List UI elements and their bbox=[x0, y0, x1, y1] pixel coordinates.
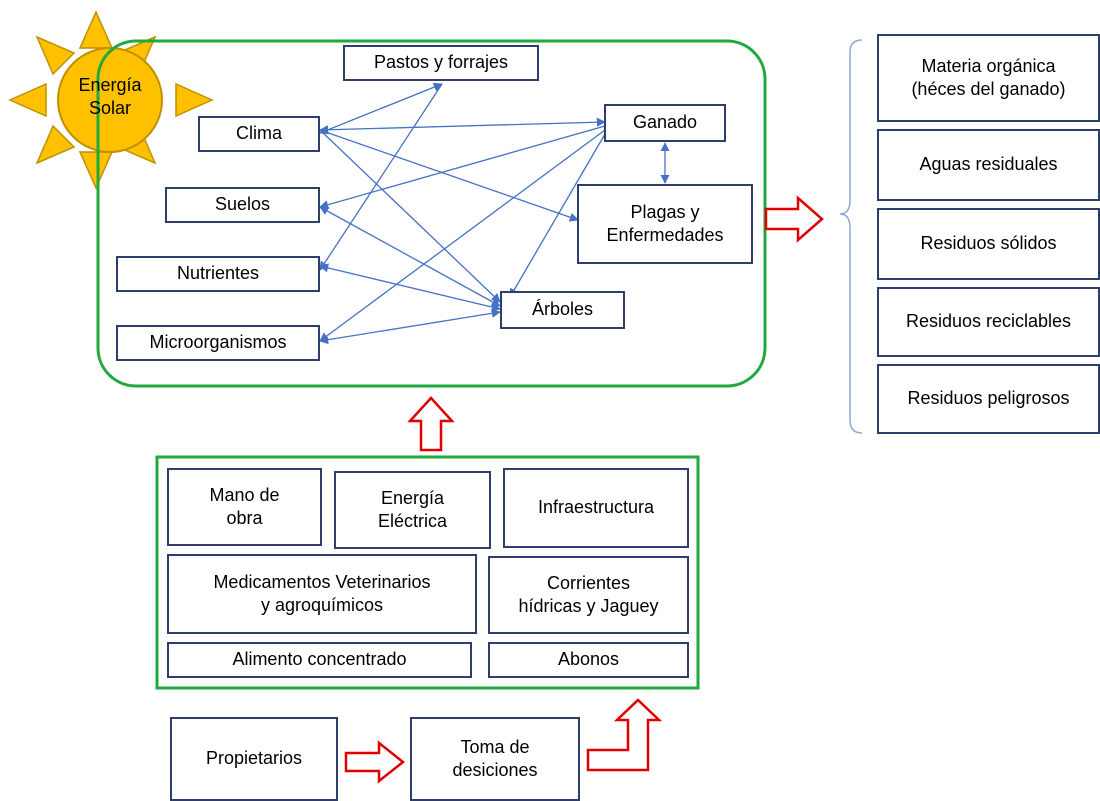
input-alimento-concentrado: Alimento concentrado bbox=[167, 642, 472, 678]
input-abonos: Abonos bbox=[488, 642, 689, 678]
plagas-box: Plagas y Enfermedades bbox=[577, 184, 753, 264]
output-residuos-peligrosos: Residuos peligrosos bbox=[877, 364, 1100, 434]
suelos-box: Suelos bbox=[165, 187, 320, 223]
input-corrientes-hidricas: Corrientes hídricas y Jaguey bbox=[488, 556, 689, 634]
input-medicamentos: Medicamentos Veterinarios y agroquímicos bbox=[167, 554, 477, 634]
output-aguas-residuales: Aguas residuales bbox=[877, 129, 1100, 201]
sun-icon bbox=[8, 10, 214, 190]
propietarios-box: Propietarios bbox=[170, 717, 338, 801]
output-residuos-solidos: Residuos sólidos bbox=[877, 208, 1100, 280]
inputs-frame bbox=[155, 455, 700, 690]
output-arrow bbox=[764, 195, 824, 243]
sun-label: Energía Solar bbox=[78, 75, 142, 118]
output-residuos-reciclables: Residuos reciclables bbox=[877, 287, 1100, 357]
input-energia-electrica: Energía Eléctrica bbox=[334, 471, 491, 549]
ganado-box: Ganado bbox=[604, 104, 726, 142]
microorganismos-box: Microorganismos bbox=[116, 325, 320, 361]
output-bracket bbox=[839, 39, 863, 434]
input-infraestructura: Infraestructura bbox=[503, 468, 689, 548]
decision-arrow bbox=[586, 698, 663, 772]
nutrientes-box: Nutrientes bbox=[116, 256, 320, 292]
input-arrow bbox=[407, 396, 455, 452]
arboles-box: Árboles bbox=[500, 291, 625, 329]
owner-arrow bbox=[344, 740, 406, 784]
toma-decisiones-box: Toma de desiciones bbox=[410, 717, 580, 801]
relationship-arrows bbox=[319, 82, 670, 345]
flow-arrows bbox=[344, 195, 824, 784]
clima-box: Clima bbox=[198, 116, 320, 152]
output-materia-organica: Materia orgánica (héces del ganado) bbox=[877, 34, 1100, 122]
pastos-box: Pastos y forrajes bbox=[343, 45, 539, 81]
input-mano-obra: Mano de obra bbox=[167, 468, 322, 546]
